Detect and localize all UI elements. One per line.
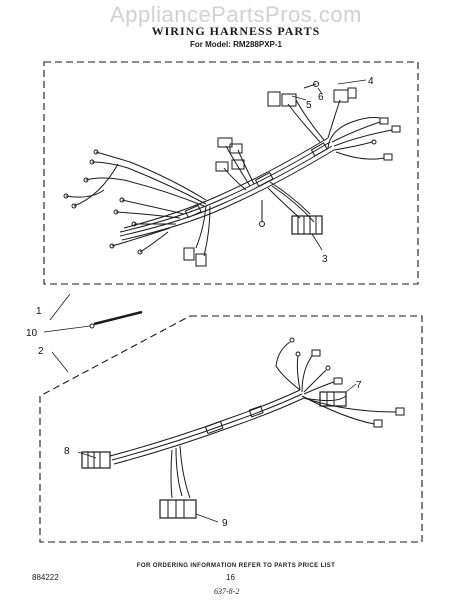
lower-branch-to-9: [170, 445, 191, 499]
watermark: AppliancePartsPros.com: [110, 2, 362, 27]
connector-7: [319, 391, 347, 407]
upper-panel-border: [43, 61, 419, 285]
wire-tie-10: [89, 310, 143, 329]
connector-3: [291, 215, 323, 235]
ordering-note: FOR ORDERING INFORMATION REFER TO PARTS …: [136, 563, 336, 569]
upper-right-branch: [267, 81, 357, 143]
callout-1: 1: [36, 306, 42, 317]
upper-leader-lines: [291, 79, 367, 251]
handwritten-note: 637-8-2: [214, 587, 240, 596]
connector-9: [159, 499, 197, 519]
callout-6: 6: [318, 92, 324, 103]
lower-right-branch: [275, 337, 405, 428]
callout-9: 9: [222, 518, 228, 529]
doc-number: 884222: [32, 573, 59, 582]
callout-5: 5: [306, 100, 312, 111]
upper-center-lower-branch: [183, 205, 211, 267]
upper-far-right-branch: [327, 117, 401, 161]
callout-10: 10: [26, 328, 38, 339]
terminal-6: [313, 81, 319, 87]
connector-5: [267, 91, 281, 107]
upper-left-lower-branch: [109, 197, 185, 255]
page-number: 16: [226, 573, 235, 582]
connector-4: [333, 89, 349, 103]
page-title: WIRING HARNESS PARTS: [151, 24, 321, 38]
callout-3: 3: [322, 254, 328, 265]
lower-panel-border: [39, 315, 423, 543]
upper-harness-trunk: [119, 137, 335, 241]
lower-harness-trunk: [109, 389, 305, 465]
upper-left-branch: [63, 149, 207, 209]
model-subtitle: For Model: RM288PXP-1: [189, 40, 282, 49]
connector-8: [81, 451, 111, 469]
callout-2: 2: [38, 346, 44, 357]
callout-8: 8: [64, 446, 70, 457]
callout-4: 4: [368, 76, 374, 87]
upper-top-connectors: [215, 137, 255, 191]
upper-branch-to-3: [259, 181, 315, 227]
callout-7: 7: [356, 380, 362, 391]
lower-leader-lines: [43, 293, 357, 523]
